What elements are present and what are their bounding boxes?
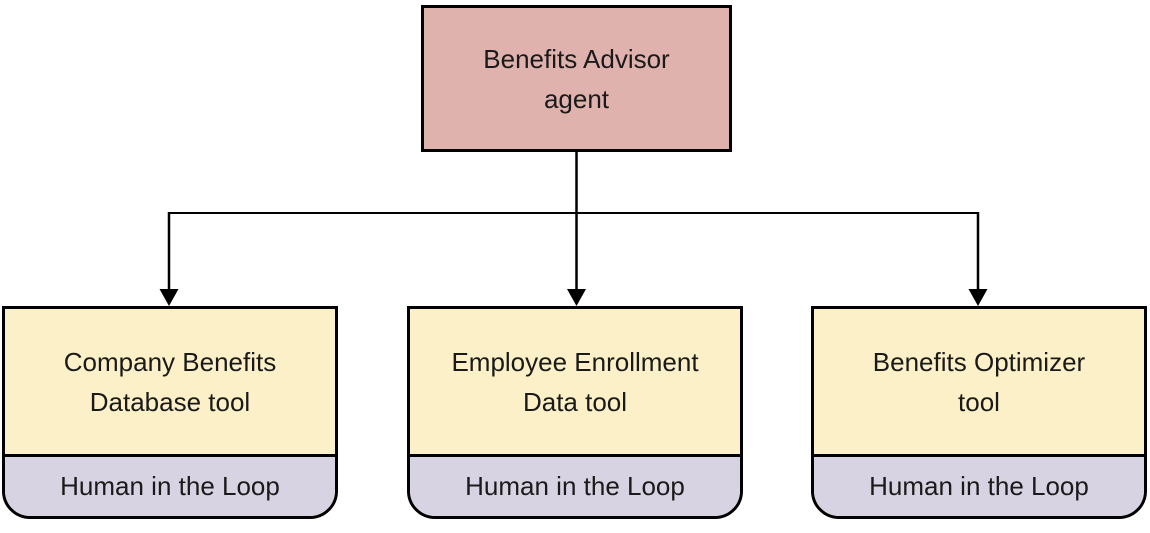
- tool-node-footer: Human in the Loop: [5, 454, 335, 516]
- tool-node-benefits-optimizer: Benefits Optimizer tool Human in the Loo…: [811, 306, 1147, 519]
- tool-node-label: Employee Enrollment Data tool: [451, 346, 699, 417]
- tool-node-label: Benefits Optimizer tool: [872, 346, 1086, 417]
- tool-node-label: Company Benefits Database tool: [63, 346, 277, 417]
- arrowhead-left: [159, 289, 179, 306]
- agent-node-label: Benefits Advisor agent: [483, 43, 670, 114]
- agent-node: Benefits Advisor agent: [421, 5, 732, 152]
- tool-node-footer: Human in the Loop: [410, 454, 740, 516]
- tool-node-footer: Human in the Loop: [814, 454, 1144, 516]
- tool-node-employee-enrollment-data: Employee Enrollment Data tool Human in t…: [407, 306, 743, 519]
- arrowhead-right: [968, 289, 988, 306]
- arrowhead-middle: [567, 289, 586, 306]
- tool-node-company-benefits-database: Company Benefits Database tool Human in …: [2, 306, 338, 519]
